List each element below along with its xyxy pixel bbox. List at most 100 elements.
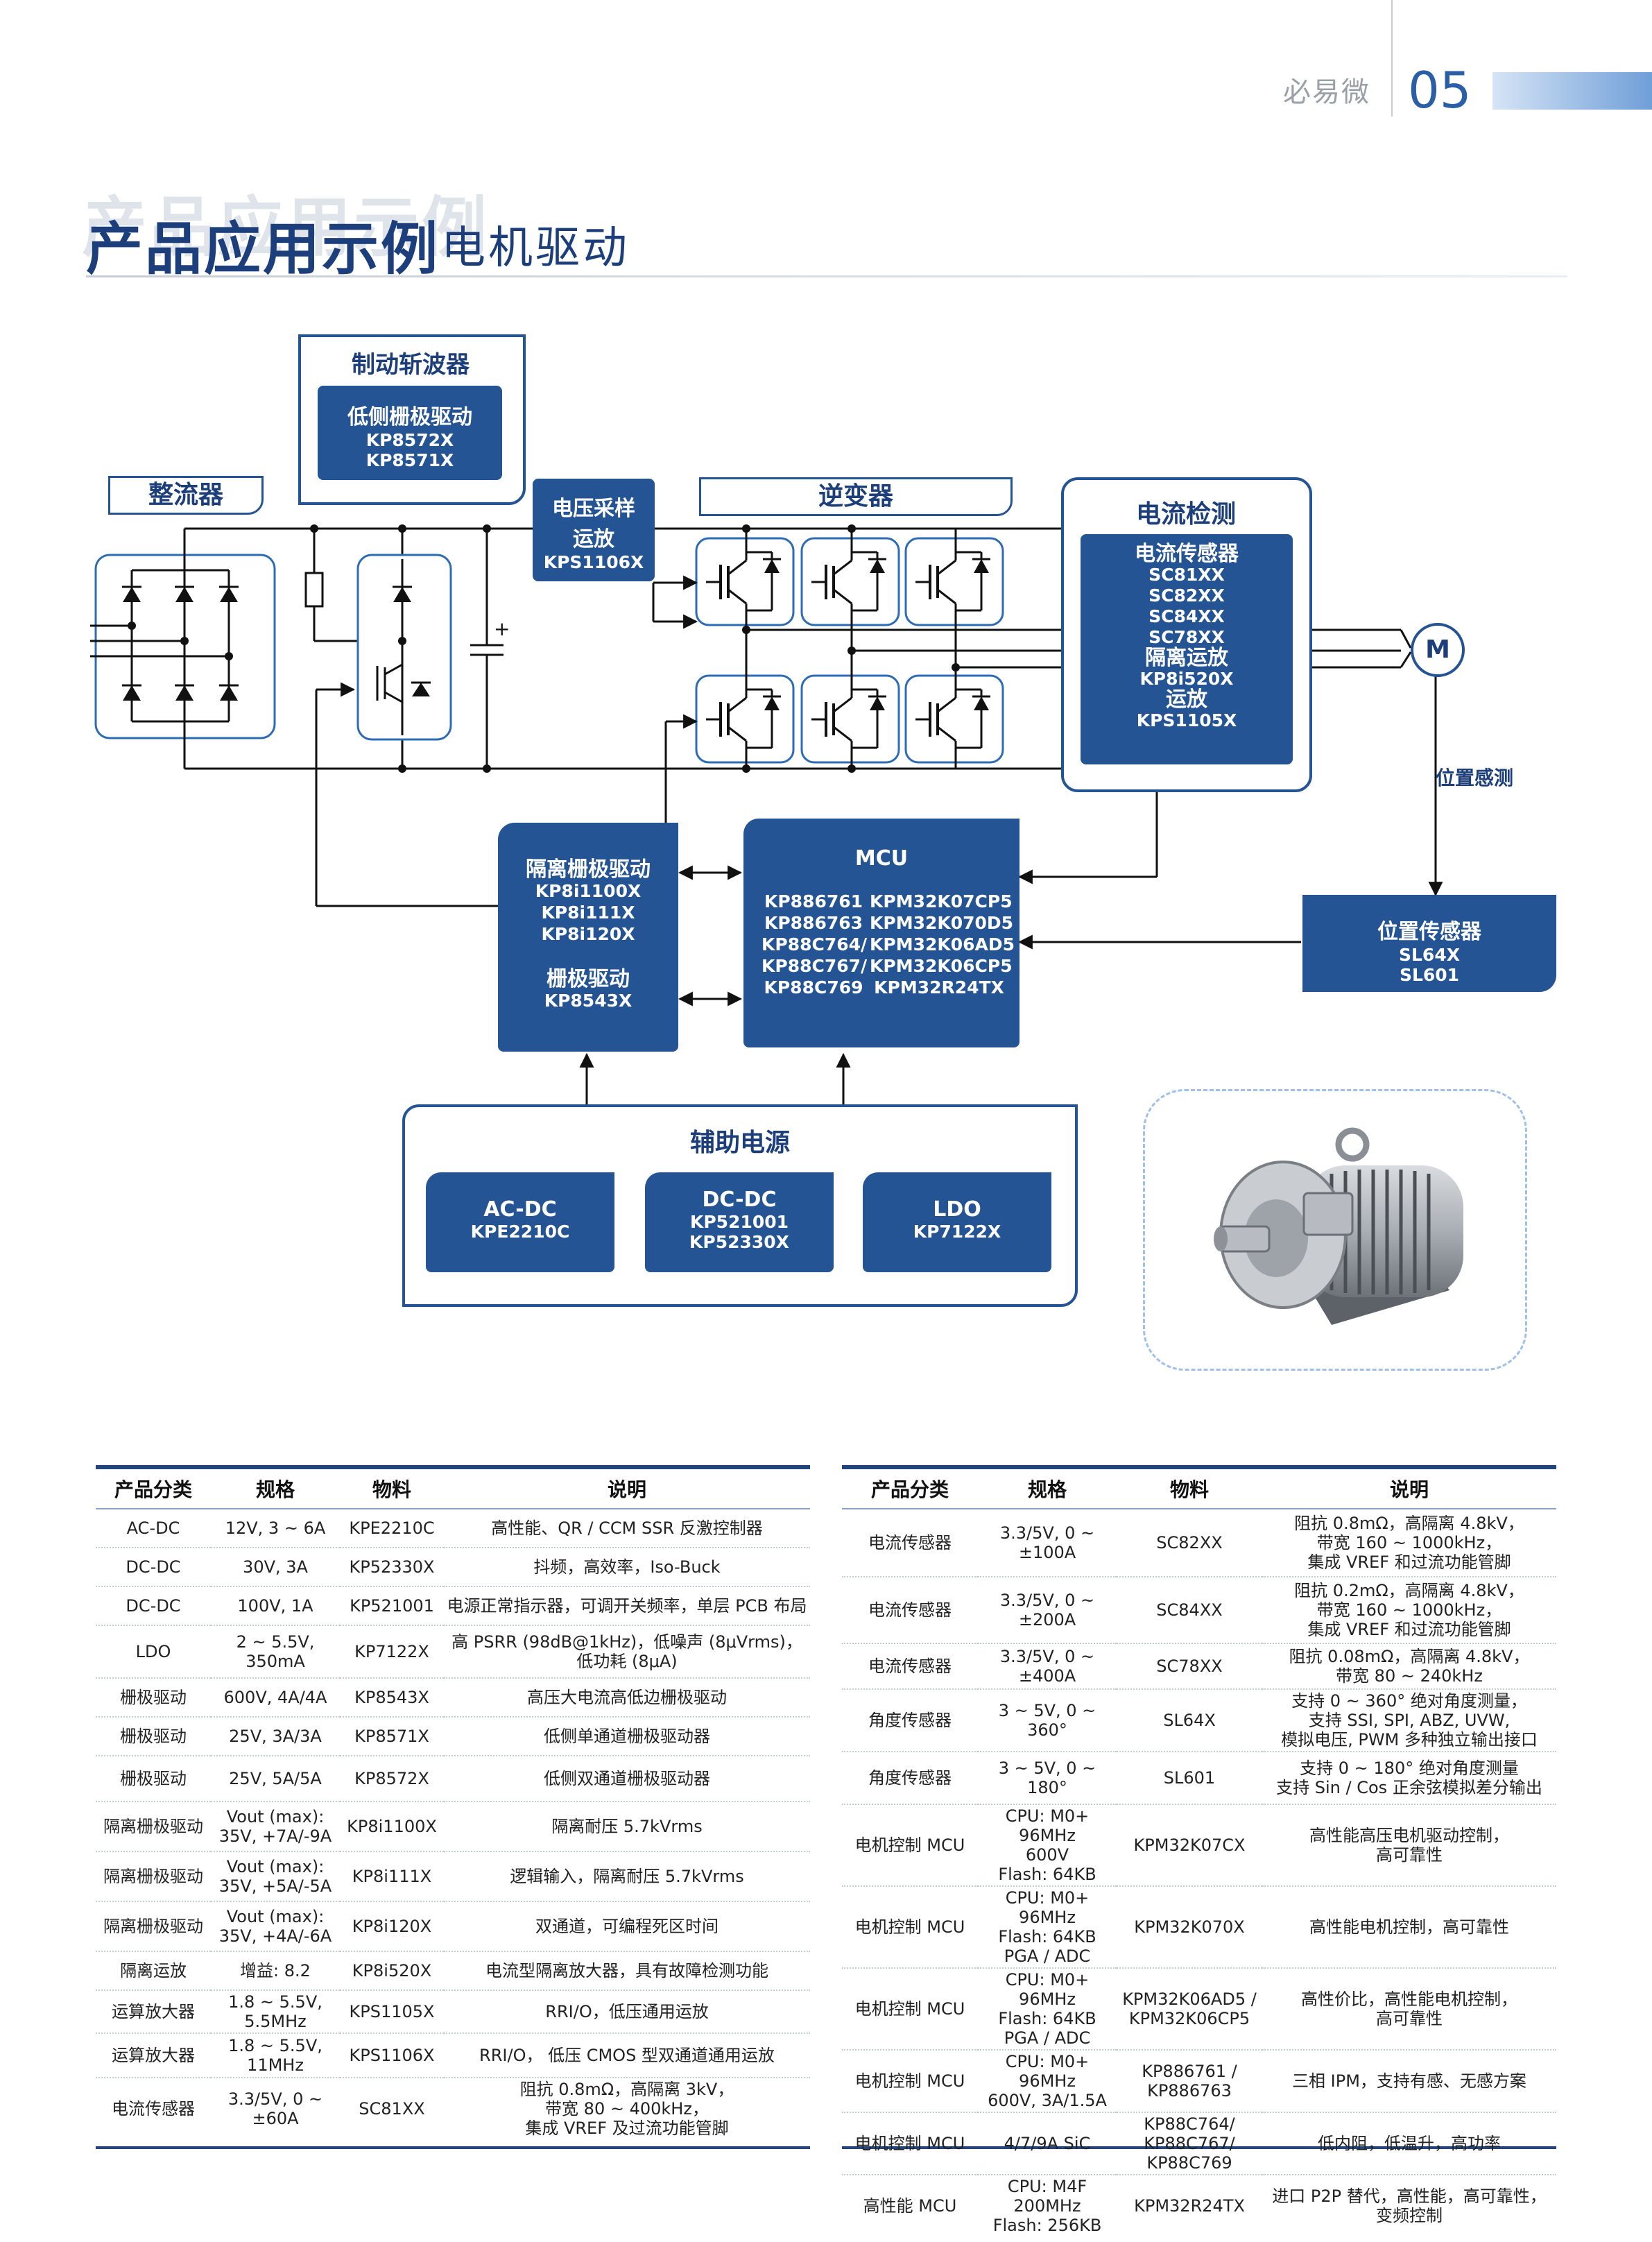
table-cell: KP8543X	[340, 1678, 444, 1718]
table-cell: 角度传感器	[842, 1752, 978, 1805]
table-cell: 2 ~ 5.5V, 350mA	[211, 1625, 340, 1679]
header-divider	[1391, 0, 1393, 117]
table-cell: Vout (max): 35V, +7A/-9A	[211, 1802, 340, 1852]
column-header: 产品分类	[842, 1469, 978, 1509]
part-number: SL601	[1399, 965, 1460, 985]
position-sensor-box: 位置传感器 SL64X SL601	[1302, 895, 1556, 992]
table-cell: 增益: 8.2	[211, 1951, 340, 1991]
table-cell: LDO	[96, 1625, 211, 1679]
table-cell: 阻抗 0.08mΩ，高隔离 4.8kV， 带宽 80 ~ 240kHz	[1262, 1643, 1556, 1690]
table-cell: 高性能高压电机驱动控制， 高可靠性	[1262, 1804, 1556, 1887]
table-cell: 3 ~ 5V, 0 ~ 360°	[978, 1689, 1117, 1752]
table-cell: 12V, 3 ~ 6A	[211, 1509, 340, 1548]
part-number: KPE2210C	[470, 1222, 570, 1242]
table-cell: 隔离耐压 5.7kVrms	[444, 1802, 810, 1852]
header-accent-bar	[1492, 72, 1652, 110]
table-cell: KP8571X	[340, 1717, 444, 1756]
table-cell: DC-DC	[96, 1586, 211, 1626]
mcu-title: MCU	[854, 846, 909, 871]
voltage-sampling-box: 电压采样 运放 KPS1106X	[533, 479, 655, 581]
table-cell: 支持 0 ~ 360° 绝对角度测量， 支持 SSI, SPI, ABZ, UV…	[1262, 1689, 1556, 1752]
table-cell: 运算放大器	[96, 2033, 211, 2078]
inverter-label: 逆变器	[699, 477, 1013, 516]
mcu-left-parts: KP886761 KP886763 KP88C764/ KP88C767/ KP…	[762, 891, 868, 998]
table-cell: 3.3/5V, 0 ~ ±60A	[227, 2089, 323, 2128]
table-cell: CPU: M0+ 96MHz 600V Flash: 64KB	[978, 1804, 1117, 1887]
current-sensor-box: 电流传感器 SC81XX SC82XX SC84XX SC78XX 隔离运放 K…	[1081, 534, 1293, 764]
part-number: SC78XX	[1148, 627, 1225, 647]
page-subtitle: 电机驱动	[441, 223, 630, 274]
table-cell: 高性能、QR / CCM SSR 反激控制器	[444, 1509, 810, 1548]
aux-power-title: 辅助电源	[689, 1129, 790, 1157]
table-cell: CPU: M0+ 96MHz Flash: 64KB PGA / ADC	[978, 1886, 1117, 1969]
part-number: KPM32K070D5	[870, 913, 1014, 933]
title-ghost-text: 产品应用示例	[82, 190, 490, 266]
table-cell: 3.3/5V, 0 ~ ±400A	[978, 1643, 1117, 1690]
right-table-top-rule	[842, 1465, 1556, 1469]
table-cell: KP886761 / KP886763	[1117, 2050, 1262, 2113]
voltage-sampling-title: 电压采样	[552, 497, 635, 521]
table-cell: SL64X	[1117, 1689, 1262, 1752]
table-cell: 30V, 3A	[211, 1548, 340, 1587]
table-cell: 逻辑输入，隔离耐压 5.7kVrms	[444, 1851, 810, 1902]
acdc-title: AC-DC	[483, 1197, 557, 1222]
table-cell: CPU: M4F 200MHz Flash: 256KB	[992, 2177, 1102, 2235]
left-table-bottom-rule	[96, 2146, 810, 2149]
table-cell: 电机控制 MCU	[842, 2050, 978, 2113]
table-header-row: 产品分类规格物料说明	[96, 1469, 810, 1509]
part-number: KP8i1100X	[535, 881, 642, 901]
part-number: KP52330X	[689, 1232, 789, 1252]
part-number: KP886763	[764, 913, 863, 933]
table-cell: 角度传感器	[842, 1689, 978, 1752]
current-sensor-title: 电流传感器	[1135, 542, 1239, 566]
table-cell: KPM32K07CX	[1117, 1804, 1262, 1887]
table-cell: 高压大电流高低边栅极驱动	[444, 1678, 810, 1718]
table-cell: RRI/O， 低压 CMOS 型双通道通用运放	[444, 2033, 810, 2078]
part-number: SL64X	[1398, 945, 1460, 965]
page-number: 05	[1408, 61, 1472, 119]
column-header: 产品分类	[96, 1469, 211, 1509]
brand-name: 必易微	[1283, 76, 1370, 108]
table-cell: KP8i111X	[340, 1851, 444, 1902]
opamp-title: 运放	[1166, 687, 1207, 712]
table-cell: SC84XX	[1117, 1577, 1262, 1644]
table-cell: 25V, 3A/3A	[211, 1717, 340, 1756]
gate-driver-title: 栅极驱动	[547, 967, 630, 991]
table-header-row: 产品分类规格物料说明	[842, 1469, 1556, 1509]
part-number: KPS1106X	[543, 552, 644, 572]
table-cell: 3.3/5V, 0 ~ ±100A	[978, 1509, 1117, 1577]
table-cell: 4/7/9A SiC	[978, 2112, 1117, 2175]
table-cell: 电流型隔离放大器，具有故障检测功能	[444, 1951, 810, 1991]
table-cell: DC-DC	[96, 1548, 211, 1587]
table-cell: KP8i120X	[340, 1901, 444, 1952]
column-header: 规格	[978, 1469, 1117, 1509]
part-number: KPM32R24TX	[874, 977, 1004, 998]
table-cell: 600V, 4A/4A	[211, 1678, 340, 1718]
current-detect-title: 电流检测	[1135, 500, 1236, 529]
column-header: 说明	[1262, 1469, 1556, 1509]
table-cell: Vout (max): 35V, +4A/-6A	[211, 1901, 340, 1952]
table-cell: 双通道，可编程死区时间	[444, 1901, 810, 1952]
table-cell: 运算放大器	[96, 1990, 211, 2034]
part-number: KP8571X	[365, 450, 454, 470]
table-cell: 1.8 ~ 5.5V, 5.5MHz	[211, 1990, 340, 2034]
isolated-amp-title: 隔离运放	[1145, 646, 1228, 670]
part-number: KPM32K07CP5	[870, 891, 1013, 912]
part-number: KP88C767/	[762, 956, 868, 976]
table-cell: 1.8 ~ 5.5V, 11MHz	[211, 2033, 340, 2078]
electric-motor-image	[1214, 1127, 1463, 1325]
ldo-title: LDO	[933, 1197, 981, 1222]
table-cell: SC78XX	[1117, 1643, 1262, 1690]
table-cell: 阻抗 0.8mΩ，高隔离 3kV， 带宽 80 ~ 400kHz， 集成 VRE…	[519, 2080, 734, 2138]
table-cell: 3.3/5V, 0 ~ ±200A	[978, 1577, 1117, 1644]
position-sensor-title: 位置传感器	[1377, 920, 1481, 944]
